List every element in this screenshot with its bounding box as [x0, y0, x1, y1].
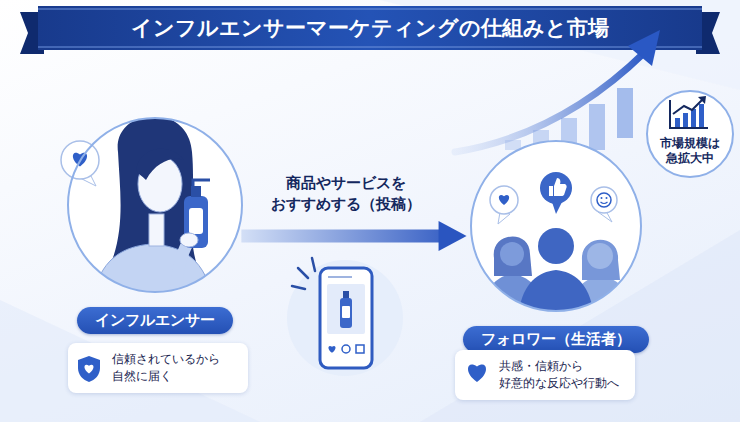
phone-illustration-part [356, 345, 364, 353]
market-chart-icon-part [647, 91, 733, 177]
growth-arrow-part [628, 30, 660, 66]
influencer-illustration-part-part [92, 244, 214, 304]
card-text: 信頼されているから 自然に届く [112, 351, 234, 385]
influencer-illustration-part-part [191, 186, 201, 197]
edge-label: 商品やサービスを おすすめする（投稿） [263, 173, 428, 217]
followers-illustration-part-part [587, 243, 613, 269]
background-shapes-part [0, 300, 260, 422]
phone-illustration-part [328, 276, 352, 278]
phone-illustration-part [327, 284, 365, 334]
follower-circle: フォロワー（生活者） [470, 140, 642, 312]
influencer-illustration-part-part [180, 233, 198, 247]
title-ribbon-part [38, 47, 702, 48]
market-chart-icon-part [699, 104, 704, 127]
influencer-illustration-part [92, 116, 214, 304]
phone-illustration-part [287, 260, 403, 376]
phone-illustration-part [320, 268, 372, 368]
market-chart-icon-part [673, 98, 704, 114]
title-ribbon-part [38, 6, 702, 50]
growth-arrow-part [455, 52, 645, 152]
phone-illustration [287, 258, 403, 376]
followers-illustration-part [490, 186, 518, 214]
followers-illustration-part [606, 197, 608, 199]
followers-illustration-part-part [500, 242, 524, 266]
followers-illustration-part [540, 172, 572, 204]
title-ribbon-part [38, 9, 702, 10]
heart-bubble [61, 141, 99, 186]
influencer-illustration-part-part [189, 208, 203, 234]
growth-arrow [455, 30, 660, 152]
market-chart-icon-part [683, 113, 688, 127]
followers-illustration-part-part [582, 240, 620, 280]
phone-illustration-part [343, 291, 349, 298]
shield-icon-part [85, 365, 94, 374]
influencer-illustration-part-part [136, 149, 184, 180]
card-text: 共感・信頼から 好意的な反応や行動へ [499, 358, 621, 392]
market-chart-icon-part [670, 100, 708, 128]
followers-illustration [471, 141, 641, 320]
market-chart-icon-part [698, 96, 706, 104]
arrow-shaft [241, 230, 440, 243]
arrow-head [439, 221, 467, 251]
phone-illustration-part [298, 268, 308, 278]
flow-arrow [241, 221, 466, 251]
heart-bubble-part [61, 141, 99, 179]
followers-illustration-part [499, 195, 509, 205]
market-chart-icon [647, 91, 733, 177]
market-chart-icon-part [691, 109, 696, 127]
growth-arrow-part [589, 104, 605, 150]
phone-illustration-part [340, 298, 352, 328]
heart-bubble-part [73, 153, 87, 167]
phone-illustration-part [342, 306, 350, 318]
shield-icon [76, 355, 102, 383]
heart-icon-part [468, 365, 486, 382]
followers-illustration-part-part [518, 270, 594, 320]
shield-icon-part [78, 356, 100, 382]
heart-icon [464, 362, 490, 386]
followers-illustration-part [601, 197, 603, 199]
phone-illustration-part [342, 345, 350, 353]
influencer-illustration [68, 116, 242, 304]
followers-illustration-part-part [538, 228, 574, 264]
followers-illustration-part [591, 187, 617, 213]
market-circle: 市場規模は 急拡大中 [646, 90, 734, 178]
followers-illustration-part [480, 228, 634, 320]
phone-illustration-part [328, 346, 335, 353]
market-chart-icon-part [675, 118, 680, 127]
role-pill: インフルエンサー [77, 307, 233, 334]
influencer-illustration-part-part [193, 180, 210, 186]
followers-illustration-part-part [494, 236, 532, 276]
phone-illustration-part [292, 286, 305, 289]
followers-illustration-part [597, 193, 611, 207]
title-text: インフルエンサーマーケティングの仕組みと市場 [40, 6, 700, 50]
influencer-illustration-part-part [149, 214, 164, 246]
role-pill: フォロワー（生活者） [463, 326, 649, 353]
influencer-circle: インフルエンサー [67, 117, 243, 293]
followers-illustration-part [601, 202, 608, 204]
growth-arrow-part [617, 88, 633, 138]
followers-illustration-part [549, 178, 567, 196]
title-ribbon [20, 6, 720, 54]
phone-illustration-part [312, 258, 315, 271]
circle-text: 市場規模は 急拡大中 [660, 136, 720, 167]
